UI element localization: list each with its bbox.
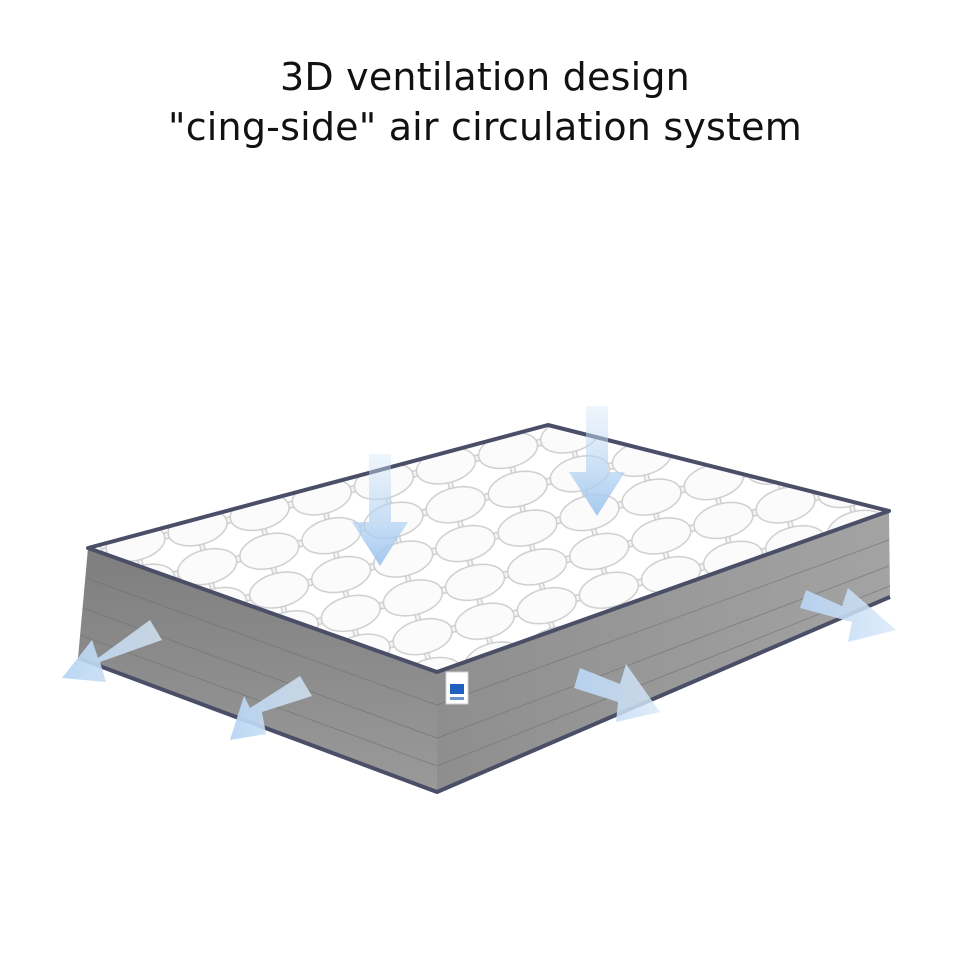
arrow-out-icon [230, 676, 312, 740]
arrow-out-icon [574, 664, 660, 722]
headline-line-2: "cing-side" air circulation system [168, 105, 802, 149]
arrow-out-icon [800, 588, 896, 642]
mattress-top-surface [86, 423, 891, 674]
headline: 3D ventilation design "cing-side" air ci… [0, 52, 970, 152]
mattress-left-side [78, 548, 437, 792]
mattress-bottom-piping [77, 595, 891, 794]
arrow-out-icon [62, 620, 162, 682]
arrow-down-icon [569, 406, 625, 516]
arrow-down-icon [352, 454, 408, 566]
headline-line-1: 3D ventilation design [280, 55, 690, 99]
mattress-tag [445, 671, 469, 705]
